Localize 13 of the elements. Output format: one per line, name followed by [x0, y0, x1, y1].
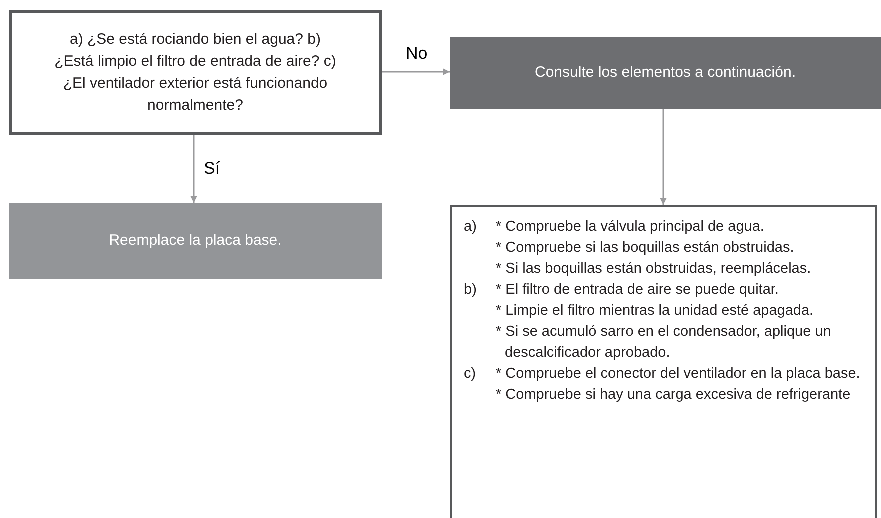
- item-marker: c): [464, 365, 478, 384]
- arrow: [190, 135, 198, 203]
- question-text: a) ¿Se está rociando bien el agua? b) ¿Está limpio el filtro de entrada de aire? c) ¿El ventilador exterior está funcionando normalmente?: [54, 30, 338, 116]
- action-box: [450, 37, 881, 109]
- arrow: [660, 109, 667, 205]
- action-text: Consulte los elementos a continuación.: [535, 63, 796, 83]
- item-marker: a): [464, 218, 478, 237]
- question-box: [9, 10, 382, 135]
- arrow: [382, 68, 450, 76]
- action-text: Reemplace la placa base.: [109, 231, 282, 251]
- action-box: [9, 203, 382, 279]
- item-marker: b): [464, 281, 478, 300]
- checklist-box: [450, 205, 877, 518]
